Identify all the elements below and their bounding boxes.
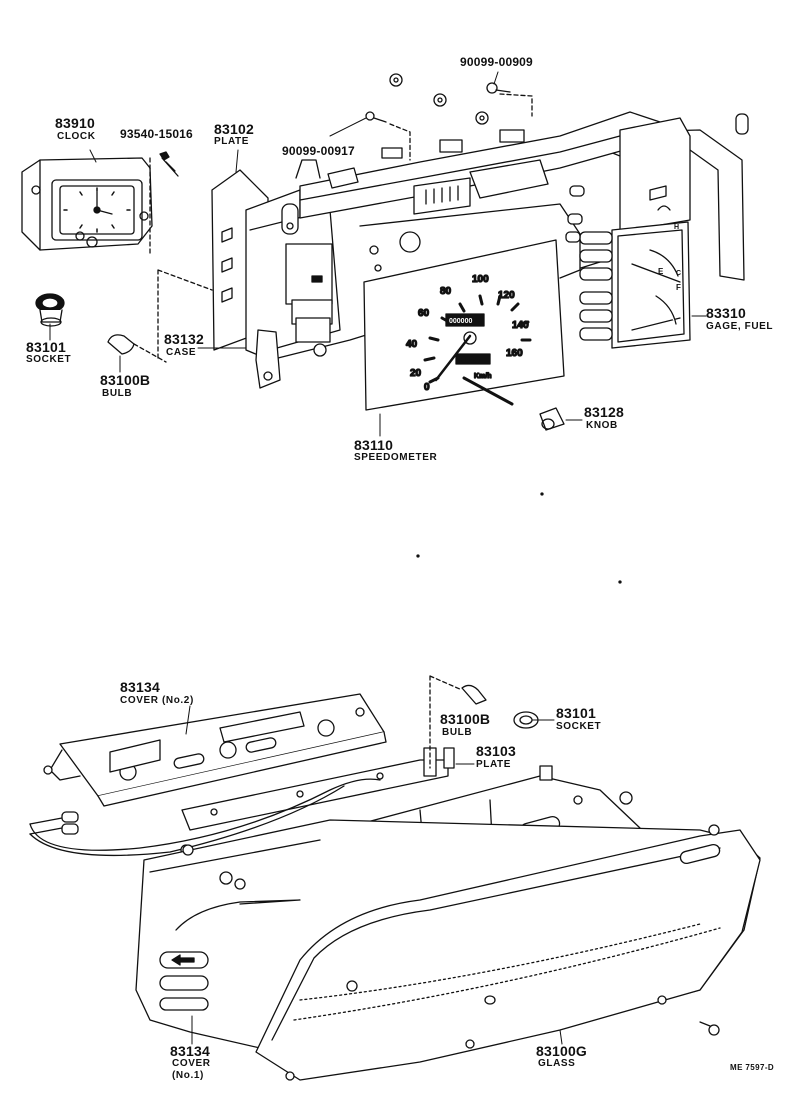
plate-upper-name: PLATE: [214, 136, 250, 147]
fuel-gage-part-number: 83310: [706, 305, 746, 321]
case-name: CASE: [166, 347, 197, 358]
dial-number-120: 120: [498, 290, 515, 301]
plate-lower-part-number: 83103: [476, 743, 516, 759]
knob-part-number: 83128: [584, 404, 624, 420]
fuel-gauge-full-mark: F: [676, 283, 682, 292]
clock-part-number: 83910: [55, 115, 95, 131]
cover-no2-part-number: 83134: [120, 679, 160, 695]
dial-unit: Km/h: [474, 373, 492, 380]
clock-drawing: [22, 158, 152, 250]
dial-number-160: 160: [506, 348, 523, 359]
fuel-gage-name: GAGE, FUEL: [706, 321, 774, 332]
tripmeter-readout: 0000.0: [458, 357, 480, 364]
dial-number-0: 0: [424, 382, 430, 393]
socket-upper-name: SOCKET: [26, 354, 72, 365]
bulb-upper-name: BULB: [102, 388, 133, 399]
dial-number-80: 80: [440, 286, 452, 297]
clock-screw-part-number: 93540-15016: [120, 127, 193, 141]
drawing-code: ME 7597-D: [730, 1063, 775, 1072]
leader-lines-lower: [186, 706, 562, 1044]
cover-no1-name: COVER: [172, 1058, 211, 1069]
case-drawing: [212, 112, 748, 388]
dial-number-140: 140: [512, 320, 529, 331]
screw-top-mid-part-number: 90099-00917: [282, 144, 355, 158]
cover-no2-name: COVER (No.2): [120, 695, 194, 706]
socket-lower-name: SOCKET: [556, 721, 602, 732]
clock-screw-drawing: [150, 152, 178, 255]
bulb-upper-part-number: 83100B: [100, 372, 151, 388]
bulb-lower-name: BULB: [442, 727, 473, 738]
bulb-lower-drawing: [430, 676, 486, 768]
dial-number-60: 60: [418, 308, 430, 319]
bulb-upper-drawing: [108, 335, 166, 362]
screw-top-right-part-number: 90099-00909: [460, 55, 533, 69]
dial-number-40: 40: [406, 339, 418, 350]
cover-no1-part-number: 83134: [170, 1043, 210, 1059]
socket-upper-drawing: [36, 294, 64, 326]
dial-number-20: 20: [410, 368, 422, 379]
fuel-gauge-empty-mark: E: [658, 267, 664, 276]
clock-name: CLOCK: [57, 131, 96, 142]
bulb-lower-part-number: 83100B: [440, 711, 491, 727]
fuel-gage-drawing: [566, 186, 690, 348]
speedometer-part-number: 83110: [354, 437, 394, 453]
cover-no2-drawing: [44, 694, 386, 806]
case-part-number: 83132: [164, 331, 204, 347]
cover-no1-name-line2: (No.1): [172, 1070, 204, 1081]
socket-lower-part-number: 83101: [556, 705, 596, 721]
speedometer-name: SPEEDOMETER: [354, 452, 438, 463]
top-nuts-drawing: [366, 74, 532, 160]
temp-gauge-hot-mark: H: [674, 224, 680, 231]
glass-drawing: [256, 825, 760, 1080]
odometer-readout: 000000: [449, 318, 472, 325]
glass-part-number: 83100G: [536, 1043, 588, 1059]
leader-lines-upper: [50, 72, 706, 436]
speedometer-drawing: 0 20 40 60 80 100 120 140 160 000000 000…: [364, 240, 564, 410]
bottom-screw-drawing: [700, 1022, 719, 1035]
knob-name: KNOB: [586, 420, 618, 431]
socket-upper-part-number: 83101: [26, 339, 66, 355]
plate-lower-name: PLATE: [476, 759, 512, 770]
plate-lower-drawing: [182, 748, 454, 830]
speedometer-ticks: [425, 296, 530, 382]
temp-gauge-cold-mark: C: [676, 270, 682, 277]
plate-upper-part-number: 83102: [214, 121, 254, 137]
dial-number-100: 100: [472, 274, 489, 285]
glass-name: GLASS: [538, 1058, 576, 1069]
knob-drawing: [540, 408, 564, 430]
